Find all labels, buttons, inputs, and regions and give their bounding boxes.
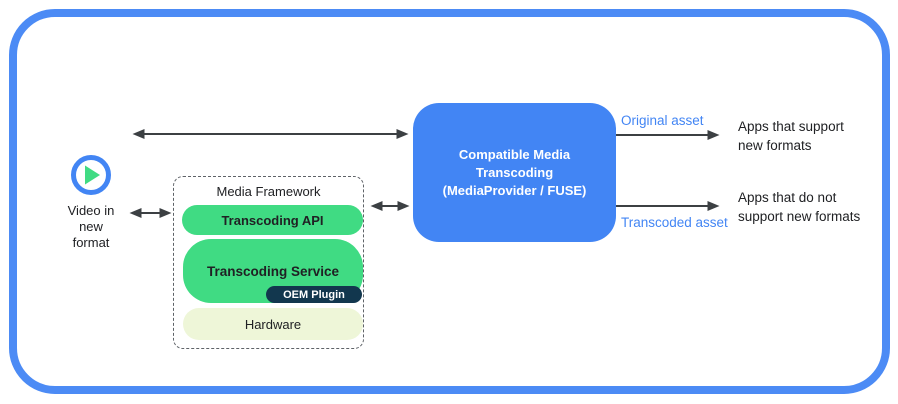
media-framework-title: Media Framework xyxy=(216,184,321,199)
compatible-media-transcoding-box: Compatible Media Transcoding (MediaProvi… xyxy=(413,103,616,242)
hardware-layer: Hardware xyxy=(183,308,363,340)
source-video-label: Video in new format xyxy=(67,203,115,250)
oem-plugin-badge: OEM Plugin xyxy=(266,286,362,303)
apps-support-text: Apps that support new formats xyxy=(738,119,844,153)
original-asset-label: Original asset xyxy=(621,113,704,128)
play-icon xyxy=(69,153,113,197)
apps-not-support-text: Apps that do not support new formats xyxy=(738,190,861,224)
transcoded-asset-label: Transcoded asset xyxy=(621,215,728,230)
transcoding-api-layer: Transcoding API xyxy=(182,205,363,235)
diagram-border xyxy=(9,9,890,394)
